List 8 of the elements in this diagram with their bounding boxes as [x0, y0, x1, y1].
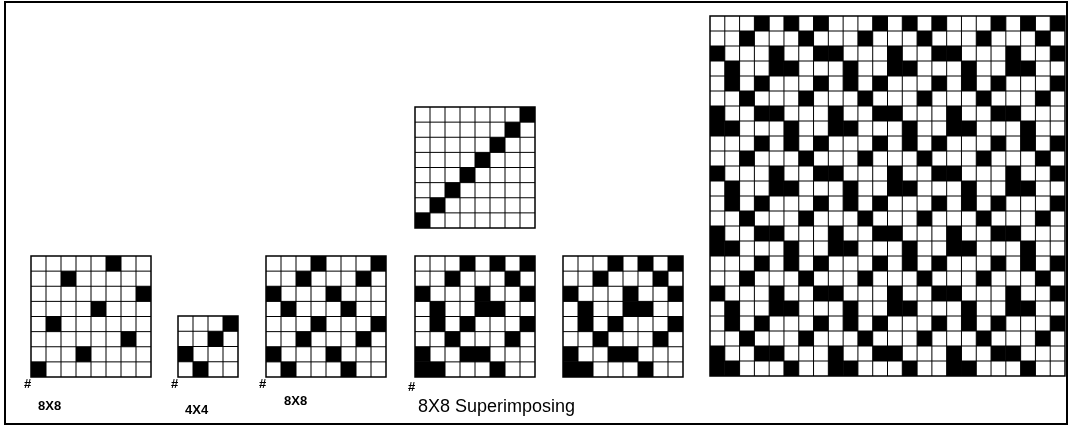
grid-size-label: 4X4	[185, 403, 209, 416]
grid-size-label: 8X8	[38, 399, 62, 412]
hash-mark: #	[408, 380, 416, 393]
hash-mark: #	[24, 377, 32, 390]
grid-size-label: 8X8	[284, 394, 308, 407]
hash-mark: #	[171, 377, 179, 390]
grid-size-label: 8X8 Superimposing	[418, 397, 576, 415]
hash-mark: #	[259, 377, 267, 390]
